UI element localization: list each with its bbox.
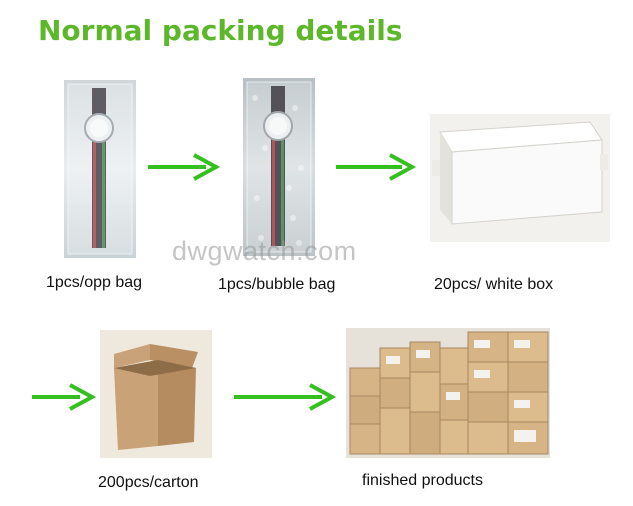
arrow-right-icon — [148, 153, 221, 181]
watermark: dwgwatch.com — [172, 236, 357, 266]
arrow-right-icon — [234, 383, 337, 411]
white-box-photo — [430, 114, 610, 242]
watch-in-bubble-bag-photo — [243, 78, 315, 256]
step-caption: 1pcs/opp bag — [46, 274, 143, 291]
page-title: Normal packing details — [38, 14, 403, 47]
arrow-right-icon — [336, 153, 417, 181]
step-caption: 20pcs/ white box — [434, 276, 554, 293]
stacked-cartons-photo — [346, 328, 550, 458]
watch-in-opp-bag-photo — [64, 80, 136, 258]
carton-photo — [100, 330, 212, 458]
step-caption: 1pcs/bubble bag — [218, 276, 336, 293]
step-caption: 200pcs/carton — [98, 474, 199, 491]
step-caption: finished products — [362, 472, 483, 489]
arrow-right-icon — [32, 383, 97, 411]
